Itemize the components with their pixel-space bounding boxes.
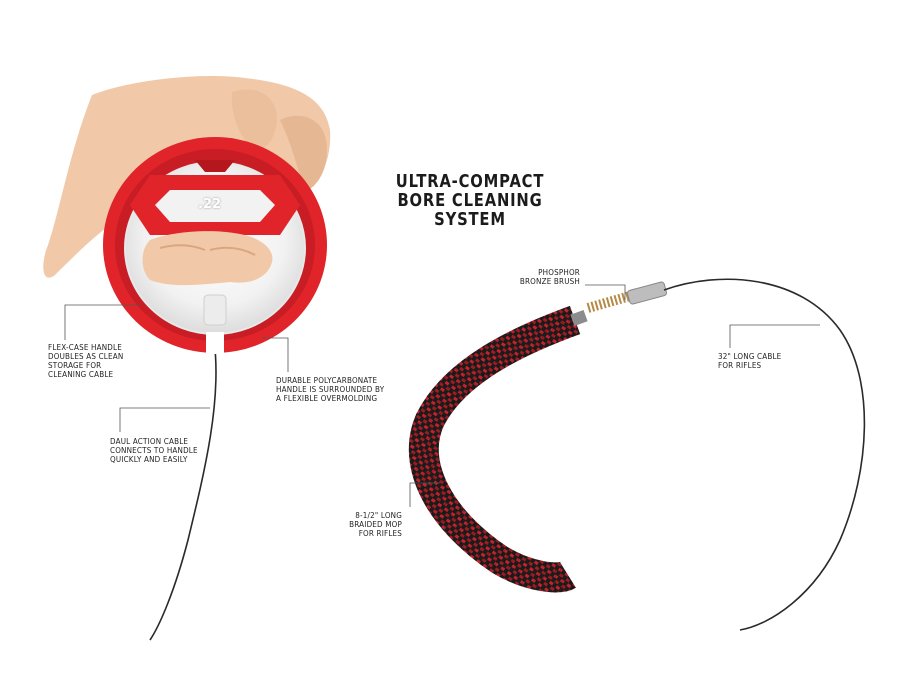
callout-brush: PHOSPHOR BRONZE BRUSH — [519, 268, 580, 286]
callout-cable: 32" LONG CABLE FOR RIFLES — [718, 352, 782, 370]
leader-flex-case — [64, 304, 140, 340]
callout-polycarbonate: DURABLE POLYCARBONATE HANDLE IS SURROUND… — [276, 376, 385, 403]
flex-case-handle — [103, 137, 327, 354]
leader-dual-action — [119, 407, 210, 432]
leader-brush — [585, 284, 626, 300]
callout-flex-case: FLEX-CASE HANDLE DOUBLES AS CLEAN STORAG… — [48, 343, 124, 379]
rifle-cable — [663, 278, 866, 631]
handle-caliber-label: .22 — [198, 197, 222, 212]
bronze-brush — [570, 281, 667, 327]
page-title: ULTRA-COMPACT BORE CLEANING SYSTEM — [395, 171, 545, 230]
callout-mop: 8-1/2" LONG BRAIDED MOP FOR RIFLES — [349, 511, 402, 538]
braided-mop — [408, 305, 581, 593]
callout-dual-action: DAUL ACTION CABLE CONNECTS TO HANDLE QUI… — [110, 437, 198, 464]
logo-chevron-icon — [195, 160, 235, 172]
handle-cable — [149, 339, 217, 641]
leader-polycarbonate — [262, 337, 289, 372]
leader-cable — [729, 324, 820, 348]
leader-mop — [409, 482, 440, 507]
